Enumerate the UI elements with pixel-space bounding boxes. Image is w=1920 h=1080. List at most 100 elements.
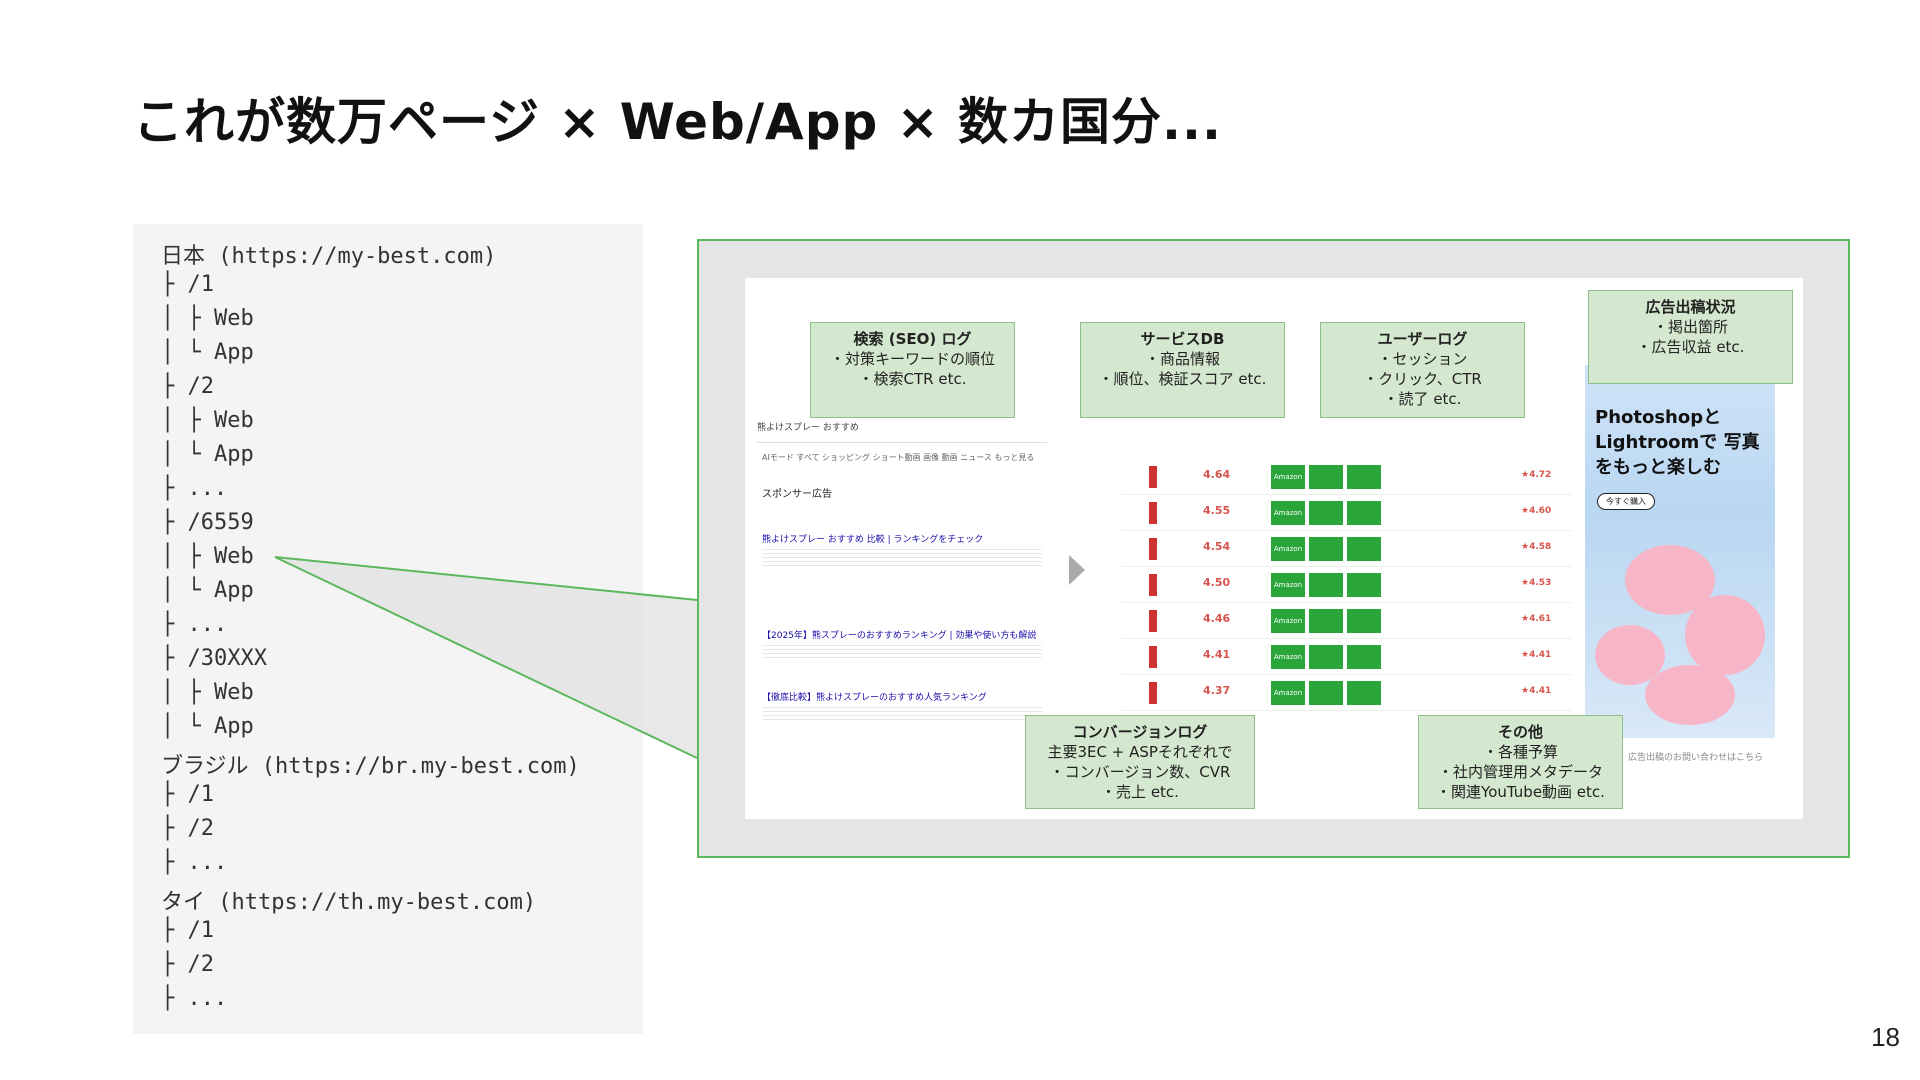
buy-button[interactable] [1347, 573, 1381, 597]
rating: ★4.72 [1521, 470, 1552, 480]
buy-button[interactable] [1347, 501, 1381, 525]
score: 4.64 [1203, 468, 1231, 481]
tree-line: ├ ... [161, 986, 228, 1011]
buy-button[interactable]: Amazon [1271, 645, 1305, 669]
tree-line: ├ ... [161, 850, 228, 875]
product-thumbnail [1149, 538, 1157, 560]
search-result-title: 【2025年】熊スプレーのおすすめランキング | 効果や使い方も解説 [762, 631, 1037, 641]
tree-line: ├ ... [161, 612, 228, 637]
tree-line: │ └ App [161, 442, 254, 467]
rating: ★4.60 [1521, 506, 1552, 516]
product-thumbnail [1149, 610, 1157, 632]
buy-button[interactable]: Amazon [1271, 609, 1305, 633]
callout-heading: 検索 (SEO) ログ [853, 330, 972, 348]
callout-line: ・対策キーワードの順位 [829, 350, 995, 368]
buy-button[interactable]: Amazon [1271, 465, 1305, 489]
url-tree-panel: 日本 (https://my-best.com) ├ /1 │ ├ Web │ … [133, 224, 643, 1034]
table-row: 4.37 Amazon ★4.41 [1121, 676, 1571, 711]
search-tabs: AIモード すべて ショッピング ショート動画 画像 動画 ニュース もっと見る [762, 453, 1035, 462]
callout-other: その他 ・各種予算 ・社内管理用メタデータ ・関連YouTube動画 etc. [1418, 715, 1623, 809]
buy-button[interactable] [1347, 681, 1381, 705]
callout-line: ・検索CTR etc. [858, 370, 967, 388]
buy-button[interactable] [1309, 465, 1343, 489]
tree-line-highlighted: │ ├ Web [161, 544, 254, 569]
buy-button[interactable] [1347, 537, 1381, 561]
tree-line: ├ /2 [161, 952, 214, 977]
buy-button[interactable] [1309, 501, 1343, 525]
tree-line: ├ /1 [161, 918, 214, 943]
callout-line: ・広告収益 etc. [1636, 338, 1745, 356]
search-bar: 熊よけスプレー おすすめ [757, 420, 1047, 443]
callout-line: ・コンバージョン数、CVR [1049, 763, 1231, 781]
buy-button[interactable] [1309, 681, 1343, 705]
callout-line: ・掲出箇所 [1652, 318, 1728, 336]
ad-text: Photoshopと Lightroomで 写真をもっと楽しむ [1595, 407, 1760, 478]
callout-conversion: コンバージョンログ 主要3EC + ASPそれぞれで ・コンバージョン数、CVR… [1025, 715, 1255, 809]
buy-button[interactable] [1347, 465, 1381, 489]
callout-line: ・商品情報 [1144, 350, 1220, 368]
blossom-image [1645, 665, 1735, 725]
table-row: 4.50 Amazon ★4.53 [1121, 568, 1571, 603]
callout-seo: 検索 (SEO) ログ ・対策キーワードの順位 ・検索CTR etc. [810, 322, 1015, 418]
product-thumbnail [1149, 682, 1157, 704]
page-number: 18 [1871, 1022, 1900, 1052]
buy-button[interactable] [1309, 573, 1343, 597]
search-result-snippet [762, 704, 1042, 720]
search-result-snippet [762, 546, 1042, 566]
blossom-image [1595, 625, 1665, 685]
search-result-snippet [762, 642, 1042, 658]
score: 4.46 [1203, 612, 1231, 625]
table-row: 4.41 Amazon ★4.41 [1121, 640, 1571, 675]
table-row: 4.55 Amazon ★4.60 [1121, 496, 1571, 531]
search-result-title: 【徹底比較】熊よけスプレーのおすすめ人気ランキング [762, 693, 987, 703]
callout-line: ・セッション [1377, 350, 1468, 368]
callout-heading: コンバージョンログ [1072, 723, 1208, 741]
rating: ★4.53 [1521, 578, 1552, 588]
ad-footer[interactable]: 広告出稿のお問い合わせはこちら [1628, 753, 1764, 763]
product-thumbnail [1149, 574, 1157, 596]
rating: ★4.41 [1521, 686, 1552, 696]
tree-line: ├ /2 [161, 374, 214, 399]
buy-button[interactable]: Amazon [1271, 573, 1305, 597]
rating: ★4.61 [1521, 614, 1552, 624]
score: 4.50 [1203, 576, 1231, 589]
ad-banner[interactable]: Photoshopと Lightroomで 写真をもっと楽しむ 今すぐ購入 [1585, 365, 1775, 738]
buy-button[interactable] [1309, 645, 1343, 669]
slide-title: これが数万ページ × Web/App × 数カ国分... [133, 93, 1223, 151]
tree-line: ├ /1 [161, 782, 214, 807]
tree-line: │ ├ Web [161, 306, 254, 331]
tree-line: │ ├ Web [161, 408, 254, 433]
tree-line: │ └ App [161, 714, 254, 739]
table-row: 4.46 Amazon ★4.61 [1121, 604, 1571, 639]
callout-heading: 広告出稿状況 [1645, 298, 1736, 316]
buy-button[interactable] [1347, 645, 1381, 669]
callout-user-log: ユーザーログ ・セッション ・クリック、CTR ・読了 etc. [1320, 322, 1525, 418]
product-thumbnail [1149, 502, 1157, 524]
score: 4.54 [1203, 540, 1231, 553]
callout-line: ・クリック、CTR [1363, 370, 1482, 388]
blossom-image [1685, 595, 1765, 675]
search-result-title: 熊よけスプレー おすすめ 比較 | ランキングをチェック [762, 535, 984, 545]
buy-button[interactable] [1309, 609, 1343, 633]
buy-button[interactable] [1347, 609, 1381, 633]
callout-line: ・読了 etc. [1383, 390, 1462, 408]
callout-line: ・順位、検証スコア etc. [1098, 370, 1267, 388]
ad-button[interactable]: 今すぐ購入 [1597, 493, 1655, 510]
tree-line: ├ /2 [161, 816, 214, 841]
score: 4.37 [1203, 684, 1231, 697]
callout-heading: サービスDB [1140, 330, 1225, 348]
tree-line: ├ ... [161, 476, 228, 501]
buy-button[interactable] [1309, 537, 1343, 561]
table-row: 4.54 Amazon ★4.58 [1121, 532, 1571, 567]
tree-line: ├ /6559 [161, 510, 254, 535]
callout-line: ・各種予算 [1482, 743, 1558, 761]
buy-button[interactable]: Amazon [1271, 681, 1305, 705]
buy-button[interactable]: Amazon [1271, 501, 1305, 525]
score: 4.41 [1203, 648, 1231, 661]
arrow-right-icon [1069, 555, 1085, 585]
tree-line: ├ /1 [161, 272, 214, 297]
buy-button[interactable]: Amazon [1271, 537, 1305, 561]
tree-line: タイ (https://th.my-best.com) [161, 890, 537, 915]
callout-ads: 広告出稿状況 ・掲出箇所 ・広告収益 etc. [1588, 290, 1793, 384]
tree-line: 日本 (https://my-best.com) [161, 244, 497, 269]
